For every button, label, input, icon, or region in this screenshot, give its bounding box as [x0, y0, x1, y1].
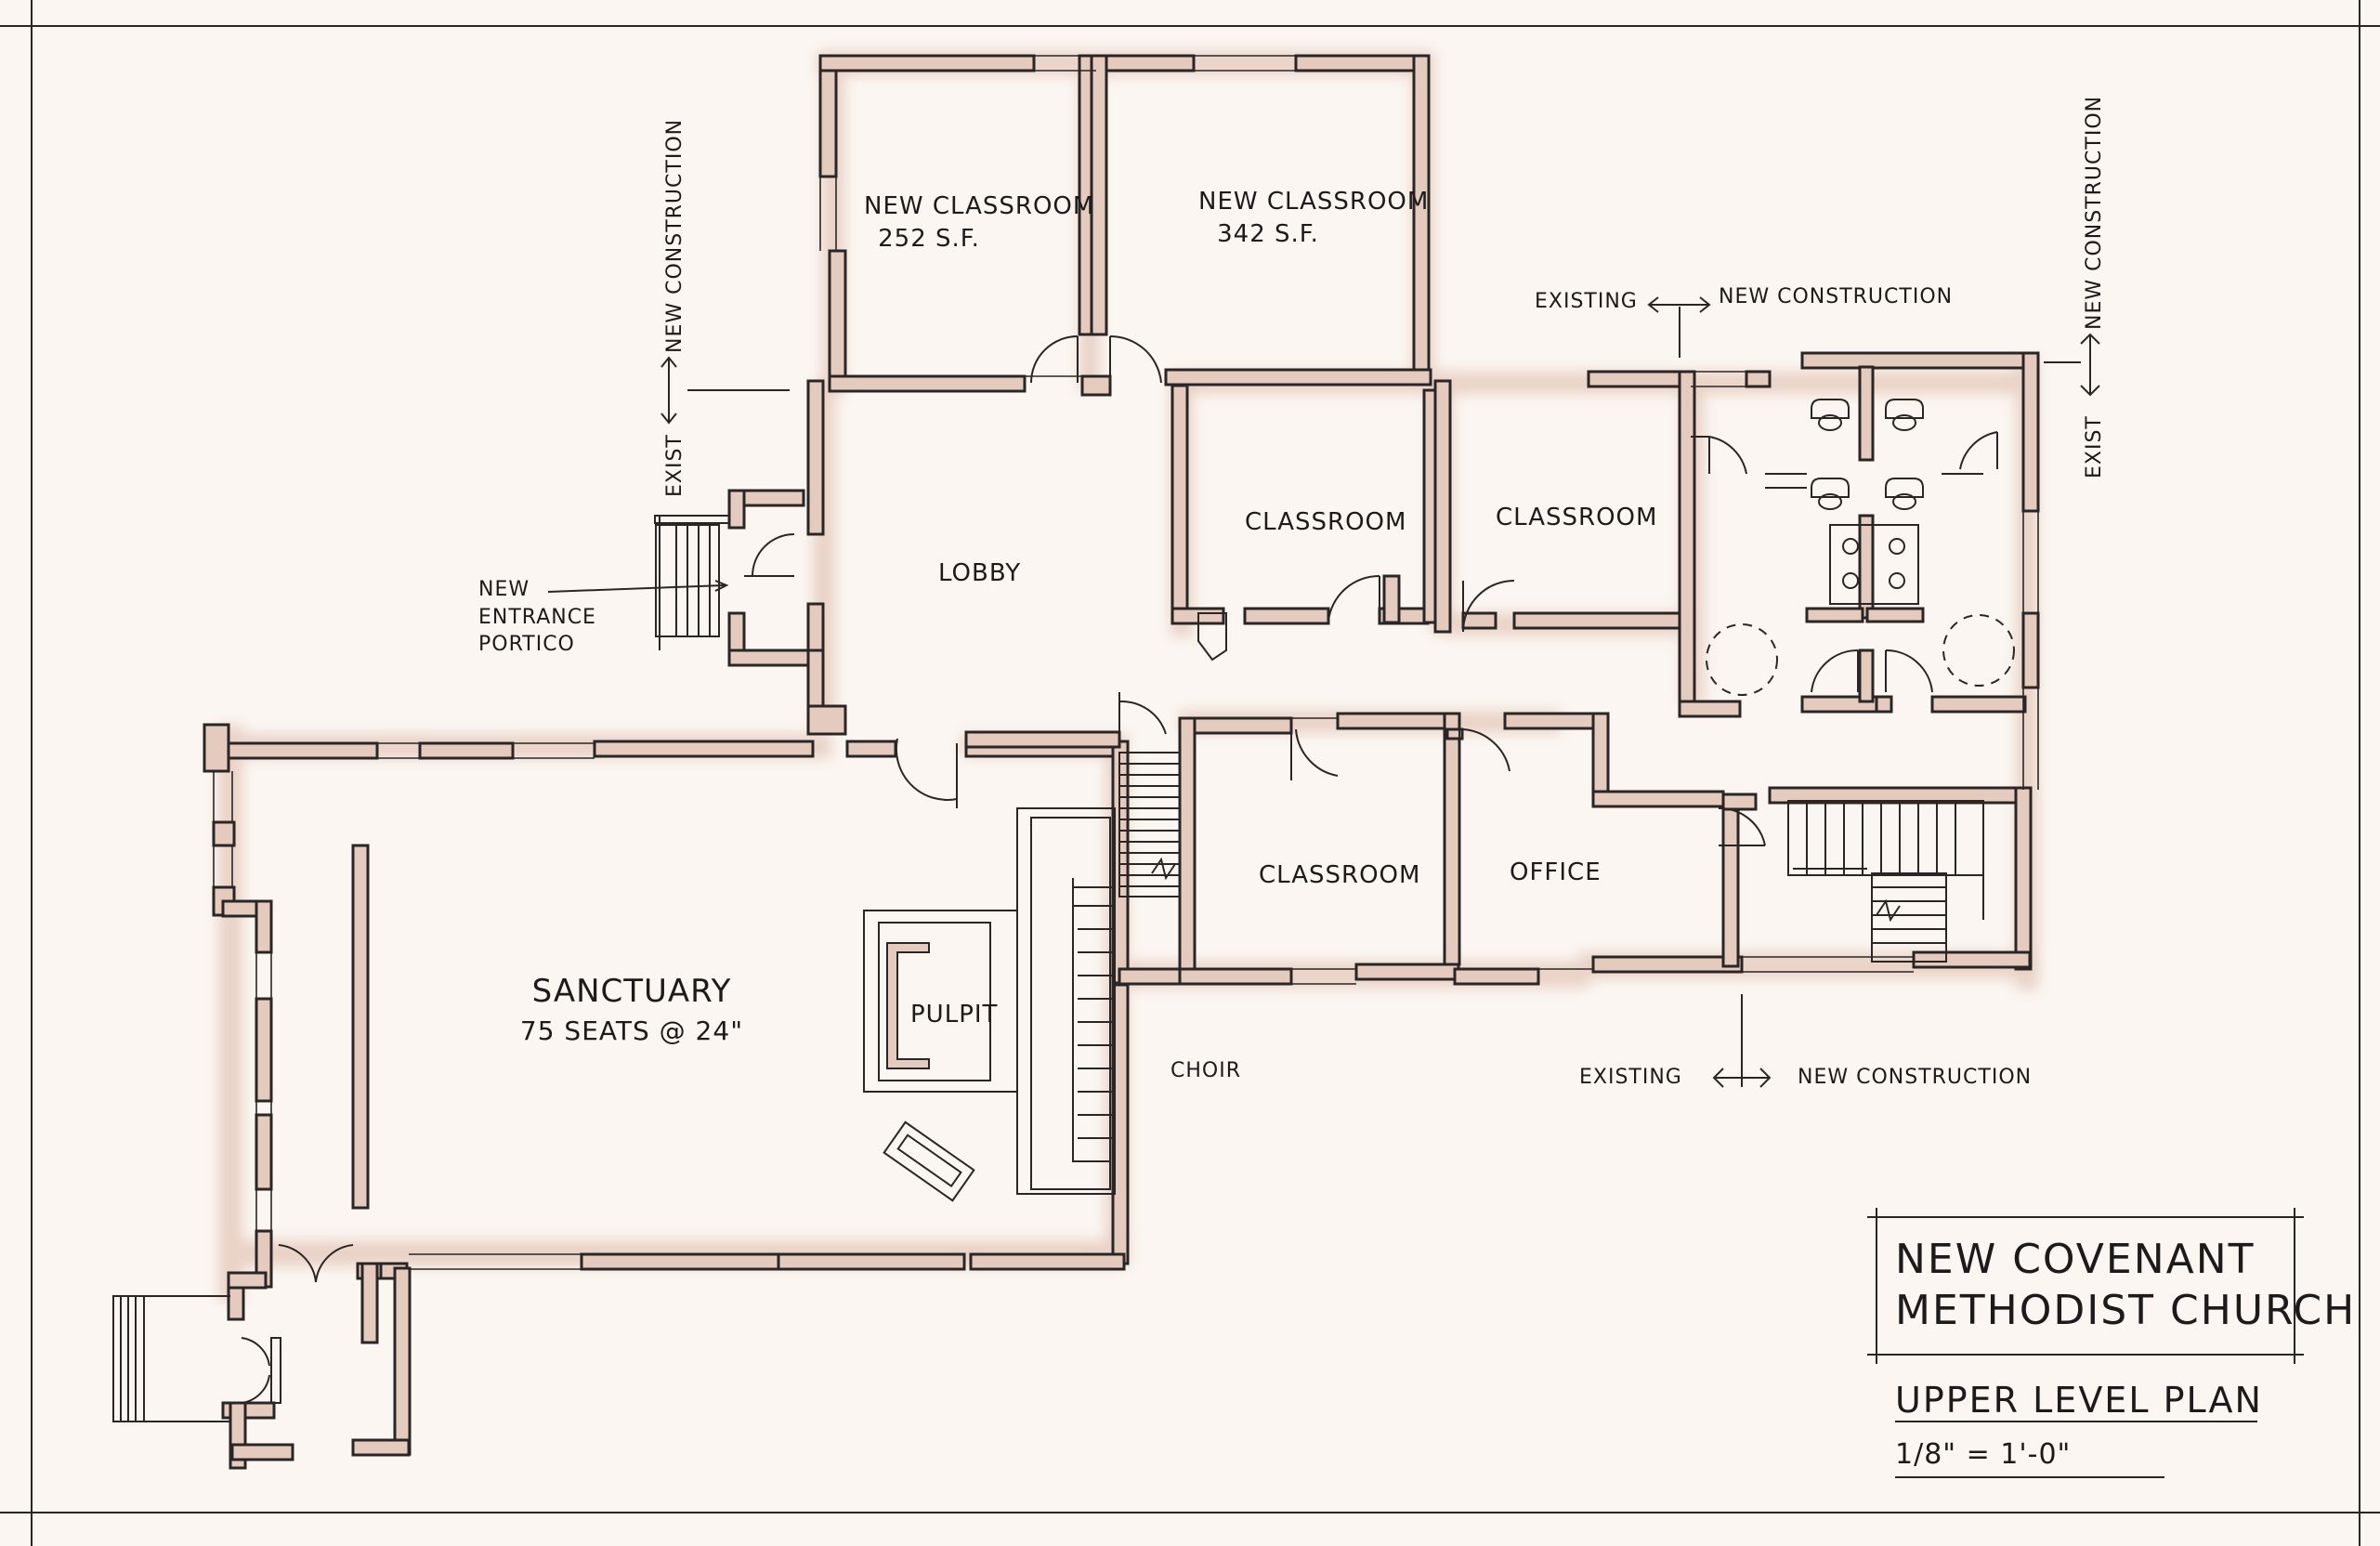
plan-title: UPPER LEVEL PLAN	[1895, 1380, 2263, 1421]
sanctuary-seats: 75 SEATS @ 24"	[519, 1015, 744, 1046]
classroom-c-label: CLASSROOM	[1259, 861, 1421, 889]
entrance-portico-label: NEW ENTRANCE PORTICO	[478, 576, 596, 659]
top-existing-label: EXISTING	[1535, 290, 1638, 313]
office-label: OFFICE	[1510, 858, 1602, 886]
sanctuary-label: SANCTUARY 75 SEATS @ 24"	[516, 971, 748, 1049]
bottom-new-construction-label: NEW CONSTRUCTION	[1798, 1066, 2033, 1089]
sanctuary-name: SANCTUARY	[531, 973, 732, 1010]
classroom-a-label: CLASSROOM	[1245, 508, 1407, 536]
title-block-rules	[1867, 1208, 2304, 1478]
title-line-1: NEW COVENANT	[1895, 1236, 2256, 1283]
left-exist-label: EXIST	[663, 434, 687, 497]
choir-pulpit	[863, 807, 1116, 1202]
left-new-construction-label: NEW CONSTRUCTION	[663, 118, 687, 353]
entrance-line-2: ENTRANCE	[478, 605, 596, 629]
room-area: 342 S.F.	[1217, 220, 1319, 249]
new-classroom-342-label: NEW CLASSROOM 342 S.F.	[1198, 186, 1430, 251]
stairs	[112, 515, 1984, 1422]
entrance-line-1: NEW	[478, 578, 530, 601]
classroom-b-label: CLASSROOM	[1496, 504, 1658, 531]
room-name: NEW CLASSROOM	[1198, 188, 1430, 216]
right-new-construction-label: NEW CONSTRUCTION	[2083, 95, 2106, 330]
restroom-fixtures	[1691, 399, 2015, 696]
room-area: 252 S.F.	[878, 225, 980, 254]
top-new-construction-label: NEW CONSTRUCTION	[1719, 285, 1954, 308]
walls	[203, 54, 2040, 1470]
choir-label: CHOIR	[1170, 1059, 1241, 1082]
section-break-arrows	[547, 296, 2100, 1088]
doors	[241, 334, 1998, 1404]
right-exist-label: EXIST	[2083, 415, 2106, 478]
new-classroom-252-label: NEW CLASSROOM 252 S.F.	[864, 190, 1095, 255]
lobby-label: LOBBY	[938, 559, 1022, 587]
title-line-2: METHODIST CHURCH	[1895, 1287, 2357, 1334]
plan-scale: 1/8" = 1'-0"	[1895, 1438, 2072, 1471]
entrance-line-3: PORTICO	[478, 633, 575, 657]
room-name: NEW CLASSROOM	[864, 192, 1095, 220]
windows	[213, 55, 2039, 1270]
pulpit-label: PULPIT	[910, 1001, 999, 1028]
bottom-existing-label: EXISTING	[1579, 1066, 1682, 1089]
